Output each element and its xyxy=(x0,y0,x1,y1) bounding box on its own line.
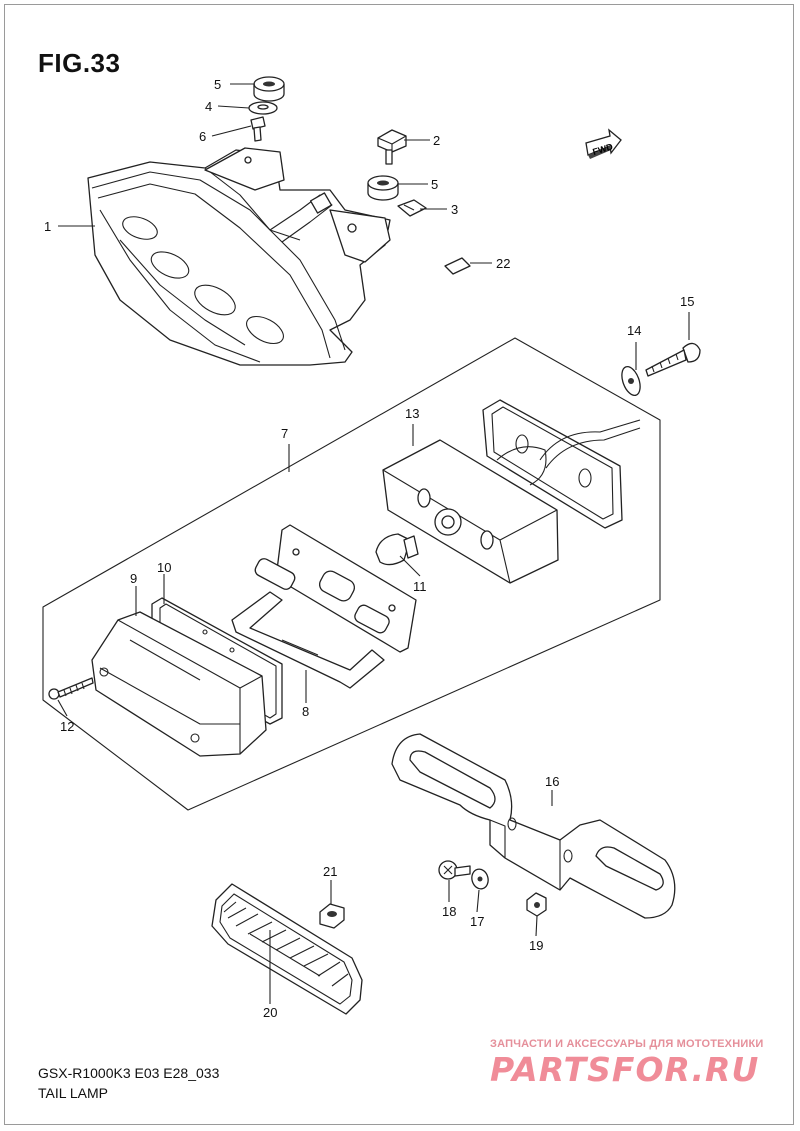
part-washer-4 xyxy=(248,101,278,115)
part-socket-plate-8 xyxy=(231,524,417,689)
part-nut-19 xyxy=(526,892,547,917)
part-bolt-6 xyxy=(250,116,266,142)
part-screw-15 xyxy=(645,342,701,377)
page-frame xyxy=(4,4,794,1125)
part-washer-14 xyxy=(621,365,641,397)
part-washer-17 xyxy=(471,868,489,890)
callout-14: 14 xyxy=(627,323,641,338)
callout-12: 12 xyxy=(60,719,74,734)
callout-9: 9 xyxy=(130,571,137,586)
license-lamp-assembly-box xyxy=(42,337,661,811)
callout-6: 6 xyxy=(199,129,206,144)
part-screw-2 xyxy=(377,129,407,165)
callout-1: 1 xyxy=(44,219,51,234)
callout-10: 10 xyxy=(157,560,171,575)
part-lamp-back-gasket xyxy=(482,399,641,529)
callout-19: 19 xyxy=(529,938,543,953)
callout-8: 8 xyxy=(302,704,309,719)
callout-4: 4 xyxy=(205,99,212,114)
callout-numbers: 5 4 6 1 2 5 3 22 7 13 14 15 11 10 9 8 12… xyxy=(44,77,694,1020)
part-screw-12 xyxy=(48,677,94,700)
callout-15: 15 xyxy=(680,294,694,309)
callout-7: 7 xyxy=(281,426,288,441)
callout-13: 13 xyxy=(405,406,419,421)
callout-11: 11 xyxy=(413,579,427,594)
part-bulb-11 xyxy=(375,533,419,566)
part-cushion-22 xyxy=(444,257,471,275)
callout-20: 20 xyxy=(263,1005,277,1020)
watermark-logo: PARTSFOR.RU xyxy=(490,1050,760,1089)
callout-18: 18 xyxy=(442,904,456,919)
callout-5b: 5 xyxy=(431,177,438,192)
callout-3: 3 xyxy=(451,202,458,217)
callout-16: 16 xyxy=(545,774,559,789)
footer-model-code: GSX-R1000K3 E03 E28_033 xyxy=(38,1065,220,1081)
part-bracket-16 xyxy=(391,733,676,919)
figure-title: FIG.33 xyxy=(38,48,121,78)
callout-2: 2 xyxy=(433,133,440,148)
watermark-tagline: ЗАПЧАСТИ И АКСЕССУАРЫ ДЛЯ МОТОТЕХНИКИ xyxy=(490,1038,764,1050)
tail-lamp-housing xyxy=(87,147,391,366)
callout-21: 21 xyxy=(323,864,337,879)
footer-diagram-name: TAIL LAMP xyxy=(38,1085,109,1101)
callout-5a: 5 xyxy=(214,77,221,92)
part-grommet-5a xyxy=(253,76,285,102)
part-clip-nut-3 xyxy=(397,199,427,217)
callout-22: 22 xyxy=(496,256,510,271)
part-lamp-case-13 xyxy=(382,439,559,584)
part-grommet-5b xyxy=(367,175,399,201)
leader-lines xyxy=(57,83,690,1004)
part-lens-9 xyxy=(91,611,267,757)
part-reflector-20 xyxy=(211,883,363,1015)
part-bolt-18 xyxy=(438,860,471,880)
part-nut-21 xyxy=(319,903,345,929)
fwd-arrow-icon: FWD xyxy=(585,128,622,159)
callout-17: 17 xyxy=(470,914,484,929)
